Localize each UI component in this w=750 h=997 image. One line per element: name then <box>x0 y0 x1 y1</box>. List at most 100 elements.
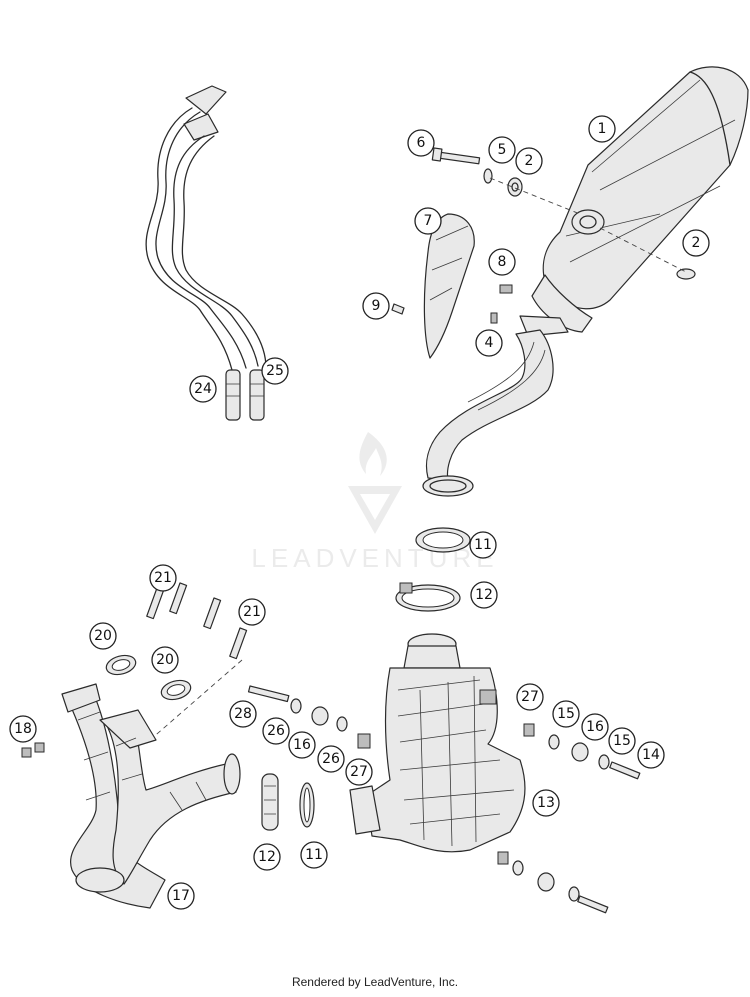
header-pipe-part <box>21 683 241 909</box>
callout-circle <box>532 789 560 817</box>
part-callout-24[interactable]: 24 <box>189 375 217 403</box>
lower-gasket-clamp <box>261 773 315 831</box>
part-callout-4[interactable]: 4 <box>475 329 503 357</box>
heat-shield-part <box>423 213 475 359</box>
callout-number: 26 <box>322 751 340 767</box>
callout-circle <box>552 700 580 728</box>
part-callout-11[interactable]: 11 <box>300 841 328 869</box>
part-callout-12[interactable]: 12 <box>470 581 498 609</box>
callout-number: 24 <box>194 381 212 397</box>
part-callout-6[interactable]: 6 <box>407 129 435 157</box>
callout-number: 17 <box>172 888 190 904</box>
callout-circle <box>682 229 710 257</box>
callout-circle <box>608 727 636 755</box>
part-callout-12[interactable]: 12 <box>253 843 281 871</box>
upper-gasket-clamp <box>395 527 471 612</box>
callout-number: 8 <box>498 254 507 270</box>
callout-number: 28 <box>234 706 252 722</box>
callout-circle <box>151 646 179 674</box>
callout-circle <box>488 248 516 276</box>
callout-circle <box>407 129 435 157</box>
callout-number: 13 <box>537 795 555 811</box>
callout-circle <box>9 715 37 743</box>
part-callout-20[interactable]: 20 <box>89 622 117 650</box>
callout-number: 5 <box>498 142 507 158</box>
part-callout-13[interactable]: 13 <box>532 789 560 817</box>
callout-number: 21 <box>243 604 261 620</box>
callout-number: 20 <box>156 652 174 668</box>
callout-number: 1 <box>598 121 607 137</box>
part-callout-7[interactable]: 7 <box>414 207 442 235</box>
part-callout-26[interactable]: 26 <box>317 745 345 773</box>
link-pipe-part <box>422 329 554 497</box>
callout-number: 16 <box>586 719 604 735</box>
part-callout-27[interactable]: 27 <box>516 683 544 711</box>
callout-circle <box>588 115 616 143</box>
callout-number: 15 <box>557 706 575 722</box>
muffler-part <box>519 66 749 337</box>
callout-circle <box>288 731 316 759</box>
callout-circle <box>238 598 266 626</box>
callout-number: 27 <box>521 689 539 705</box>
mount-fasteners <box>247 685 641 914</box>
part-callout-27[interactable]: 27 <box>345 758 373 786</box>
part-callout-8[interactable]: 8 <box>488 248 516 276</box>
part-callout-15[interactable]: 15 <box>608 727 636 755</box>
callout-number: 2 <box>525 153 534 169</box>
upper-fasteners <box>391 147 696 324</box>
callout-number: 16 <box>293 737 311 753</box>
callout-circle <box>189 375 217 403</box>
callout-number: 27 <box>350 764 368 780</box>
callout-circle <box>89 622 117 650</box>
part-callout-2[interactable]: 2 <box>515 147 543 175</box>
part-callout-16[interactable]: 16 <box>288 731 316 759</box>
callout-circle <box>362 292 390 320</box>
part-callout-20[interactable]: 20 <box>151 646 179 674</box>
part-callout-21[interactable]: 21 <box>149 564 177 592</box>
callout-number: 11 <box>474 537 492 553</box>
part-callout-15[interactable]: 15 <box>552 700 580 728</box>
callout-circle <box>414 207 442 235</box>
pre-silencer-part <box>349 633 526 853</box>
callout-circle <box>345 758 373 786</box>
part-callout-21[interactable]: 21 <box>238 598 266 626</box>
callout-number: 9 <box>372 298 381 314</box>
callout-number: 12 <box>475 587 493 603</box>
part-callout-5[interactable]: 5 <box>488 136 516 164</box>
callout-number: 21 <box>154 570 172 586</box>
callout-number: 15 <box>613 733 631 749</box>
part-callout-18[interactable]: 18 <box>9 715 37 743</box>
part-callout-9[interactable]: 9 <box>362 292 390 320</box>
part-callout-14[interactable]: 14 <box>637 741 665 769</box>
callout-circle <box>637 741 665 769</box>
callout-circle <box>229 700 257 728</box>
callout-circle <box>516 683 544 711</box>
callout-circle <box>300 841 328 869</box>
callout-number: 11 <box>305 847 323 863</box>
callout-circle <box>581 713 609 741</box>
callout-circle <box>167 882 195 910</box>
callout-circle <box>261 357 289 385</box>
part-callout-17[interactable]: 17 <box>167 882 195 910</box>
callout-circle <box>475 329 503 357</box>
callout-circle <box>515 147 543 175</box>
callout-circle <box>470 581 498 609</box>
part-callout-28[interactable]: 28 <box>229 700 257 728</box>
callout-number: 20 <box>94 628 112 644</box>
callout-number: 12 <box>258 849 276 865</box>
part-callout-26[interactable]: 26 <box>262 717 290 745</box>
callout-number: 14 <box>642 747 660 763</box>
callout-circle <box>488 136 516 164</box>
callout-number: 25 <box>266 363 284 379</box>
part-callout-25[interactable]: 25 <box>261 357 289 385</box>
callout-circle <box>317 745 345 773</box>
callout-circle <box>262 717 290 745</box>
callout-number: 18 <box>14 721 32 737</box>
part-callout-1[interactable]: 1 <box>588 115 616 143</box>
part-callout-11[interactable]: 11 <box>469 531 497 559</box>
part-callout-2[interactable]: 2 <box>682 229 710 257</box>
render-credit-footer: Rendered by LeadVenture, Inc. <box>291 975 459 989</box>
part-callout-16[interactable]: 16 <box>581 713 609 741</box>
